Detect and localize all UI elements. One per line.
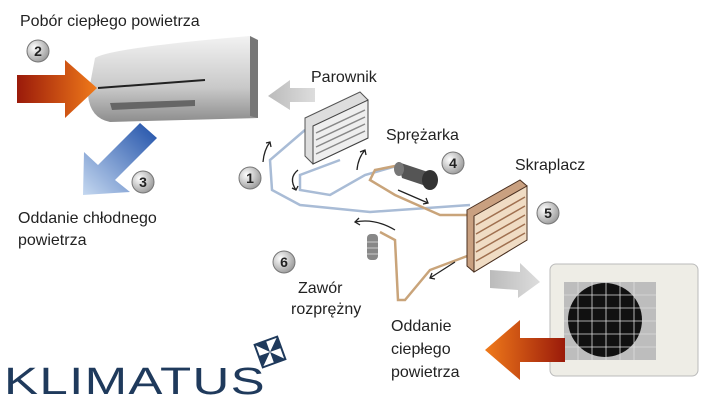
svg-text:4: 4 (449, 155, 457, 171)
step-marker-3: 3 (131, 170, 155, 194)
compressor-label: Sprężarka (386, 127, 459, 144)
svg-text:3: 3 (139, 174, 147, 190)
klimatus-logo: KLIMATUS (4, 335, 287, 403)
logo-fan-icon (253, 335, 287, 369)
heat-output-label-line3: powietrza (391, 364, 460, 381)
expansion-valve (367, 234, 378, 260)
step-markers: 1 2 3 4 5 6 (26, 39, 560, 274)
indoor-unit (88, 36, 258, 122)
svg-text:1: 1 (246, 170, 254, 186)
svg-text:5: 5 (544, 205, 552, 221)
heat-output-label-line2: ciepłego (391, 341, 451, 358)
cool-output-label-line2: powietrza (18, 232, 87, 249)
warm-air-intake-arrow (17, 60, 97, 118)
air-to-indoor-arrow (268, 80, 315, 110)
outdoor-unit (549, 263, 699, 377)
step-marker-1: 1 (238, 166, 262, 190)
svg-text:6: 6 (280, 254, 288, 270)
valve-label-line1: Zawór (298, 280, 343, 297)
step-marker-4: 4 (441, 151, 465, 175)
cool-output-label-line1: Oddanie chłodnego (18, 210, 157, 227)
air-to-outdoor-arrow (490, 263, 540, 298)
compressor (394, 162, 438, 190)
flow-arrows (262, 141, 456, 280)
svg-text:2: 2 (34, 43, 42, 59)
step-marker-5: 5 (536, 201, 560, 225)
heat-output-label-line1: Oddanie (391, 318, 452, 335)
refrigerant-pipes (268, 129, 471, 302)
condenser-coil (466, 179, 528, 273)
warm-air-output-arrow (485, 320, 565, 380)
evaporator-coil (304, 91, 369, 165)
intake-label: Pobór ciepłego powietrza (20, 13, 200, 30)
valve-label-line2: rozprężny (291, 301, 361, 318)
condenser-label: Skraplacz (515, 157, 585, 174)
evaporator-label: Parownik (311, 69, 378, 86)
svg-text:KLIMATUS: KLIMATUS (4, 361, 266, 403)
cool-air-output-arrow (83, 123, 157, 195)
step-marker-6: 6 (272, 250, 296, 274)
step-marker-2: 2 (26, 39, 50, 63)
